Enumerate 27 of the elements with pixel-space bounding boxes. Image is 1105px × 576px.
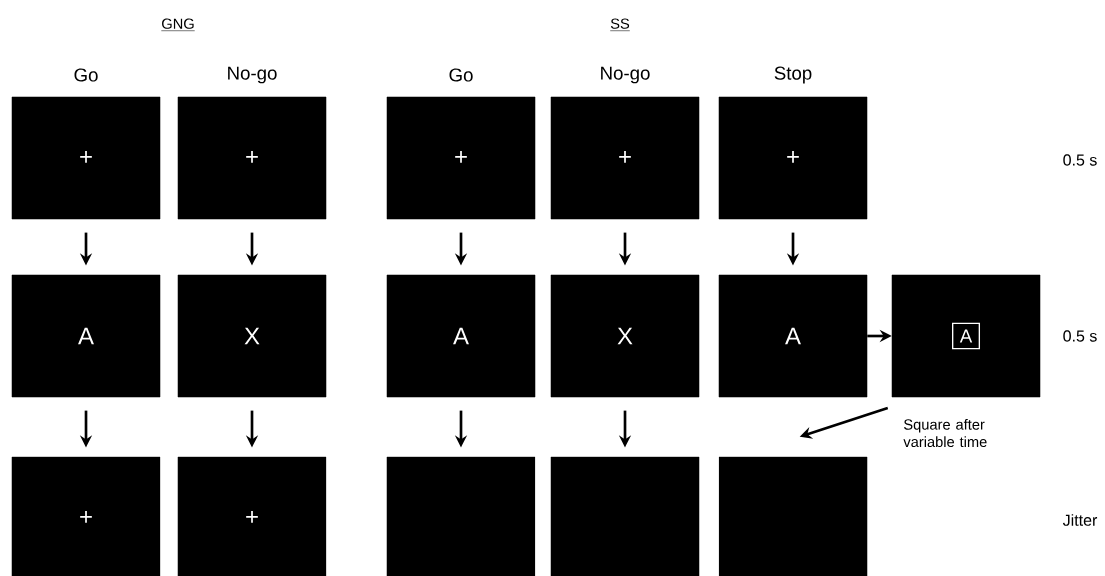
stimulus-screen: X xyxy=(177,274,327,398)
stimulus-screen: A xyxy=(891,274,1041,398)
column-label: Go xyxy=(449,68,473,82)
stimulus-screen: + xyxy=(177,96,327,220)
stimulus-screen: + xyxy=(177,456,327,576)
stimulus-screen: A xyxy=(11,274,161,398)
stimulus-screen: + xyxy=(11,456,161,576)
duration-label: 0.5 s xyxy=(1063,330,1097,342)
blank-screen xyxy=(386,456,536,576)
duration-label: 0.5 s xyxy=(1063,154,1097,166)
stimulus-screen: X xyxy=(550,274,700,398)
column-label: Stop xyxy=(774,66,812,84)
stimulus-screen: + xyxy=(718,96,868,220)
section-heading: SS xyxy=(609,18,631,31)
stimulus-screen: A xyxy=(386,274,536,398)
stimulus-screen: A xyxy=(718,274,868,398)
column-label: No-go xyxy=(601,66,650,84)
stimulus-screen: + xyxy=(386,96,536,220)
duration-label: Jitter xyxy=(1062,514,1098,526)
blank-screen xyxy=(718,456,868,576)
blank-screen xyxy=(550,456,700,576)
column-label: Go xyxy=(74,68,98,82)
section-heading: GNG xyxy=(161,18,195,31)
stimulus-screen: + xyxy=(550,96,700,220)
edge-label: Square after variable time xyxy=(903,418,987,448)
stimulus-screen: + xyxy=(11,96,161,220)
column-label: No-go xyxy=(228,66,277,84)
